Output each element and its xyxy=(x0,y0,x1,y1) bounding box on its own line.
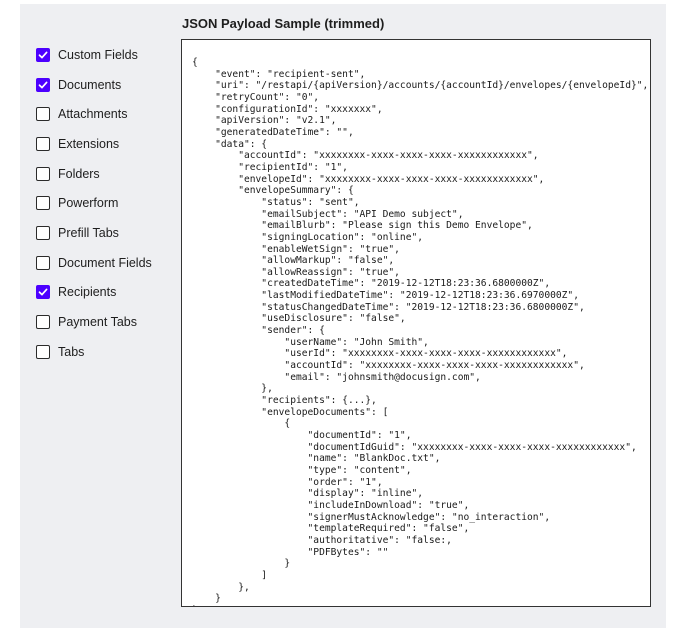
json-payload-box[interactable]: { "event": "recipient-sent", "uri": "/re… xyxy=(181,39,651,607)
json-payload-code: { "event": "recipient-sent", "uri": "/re… xyxy=(192,57,649,606)
checkbox-label: Prefill Tabs xyxy=(58,225,119,240)
checkmark-icon[interactable] xyxy=(36,47,50,62)
checkbox-payment-tabs[interactable]: Payment Tabs xyxy=(36,307,176,337)
checkbox-folders[interactable]: Folders xyxy=(36,159,176,189)
checkbox-icon[interactable] xyxy=(36,315,50,330)
checkbox-document-fields[interactable]: Document Fields xyxy=(36,248,176,278)
checkbox-icon[interactable] xyxy=(36,196,50,211)
checkbox-label: Tabs xyxy=(58,344,85,359)
checkbox-label: Custom Fields xyxy=(58,47,138,62)
checkbox-icon[interactable] xyxy=(36,344,50,359)
checkbox-icon[interactable] xyxy=(36,136,50,151)
checkbox-label: Documents xyxy=(58,77,122,92)
checkbox-label: Recipients xyxy=(58,285,117,300)
checkbox-custom-fields[interactable]: Custom Fields xyxy=(36,40,176,70)
checkbox-label: Attachments xyxy=(58,107,128,122)
checkbox-tabs[interactable]: Tabs xyxy=(36,337,176,367)
checkbox-powerform[interactable]: Powerform xyxy=(36,188,176,218)
checkbox-icon[interactable] xyxy=(36,255,50,270)
checkbox-icon[interactable] xyxy=(36,107,50,122)
checkbox-extensions[interactable]: Extensions xyxy=(36,129,176,159)
checkbox-documents[interactable]: Documents xyxy=(36,70,176,100)
checkbox-attachments[interactable]: Attachments xyxy=(36,99,176,129)
checkbox-icon[interactable] xyxy=(36,225,50,240)
checkbox-label: Powerform xyxy=(58,196,119,211)
checkbox-label: Document Fields xyxy=(58,255,152,270)
event-data-checklist: Custom Fields Documents Attachments Exte… xyxy=(36,40,176,367)
checkbox-label: Folders xyxy=(58,166,100,181)
checkbox-label: Extensions xyxy=(58,136,120,151)
checkbox-prefill-tabs[interactable]: Prefill Tabs xyxy=(36,218,176,248)
json-payload-title: JSON Payload Sample (trimmed) xyxy=(182,16,385,31)
checkmark-icon[interactable] xyxy=(36,285,50,300)
checkmark-icon[interactable] xyxy=(36,77,50,92)
checkbox-recipients[interactable]: Recipients xyxy=(36,278,176,308)
checkbox-icon[interactable] xyxy=(36,166,50,181)
checkbox-label: Payment Tabs xyxy=(58,315,137,330)
